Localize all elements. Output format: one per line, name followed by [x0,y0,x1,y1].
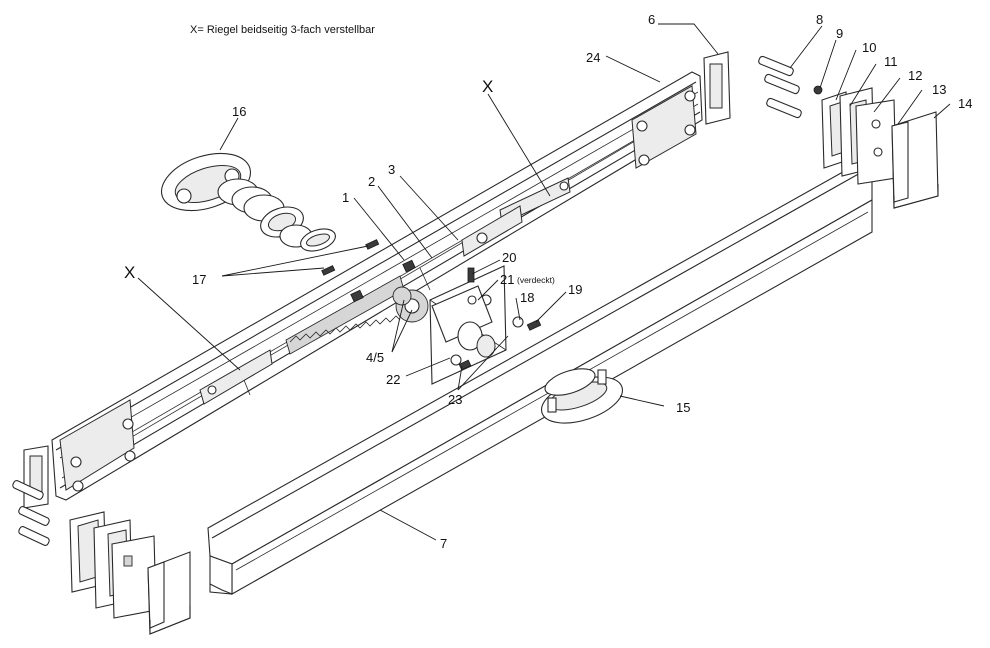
label-13: 13 [932,82,946,97]
part-16-oval-assembly [160,152,336,252]
label-21-note: (verdeckt) [517,275,555,285]
label-12: 12 [908,68,922,83]
label-9: 9 [836,26,843,41]
label-24: 24 [586,50,600,65]
label-21: 21 [500,272,514,287]
label-20: 20 [502,250,516,265]
label-17: 17 [192,272,206,287]
label-8: 8 [816,12,823,27]
label-15: 15 [676,400,690,415]
part-labels: X X 16 24 6 8 9 10 11 12 13 14 1 2 3 17 … [124,12,972,551]
label-18: 18 [520,290,534,305]
label-14: 14 [958,96,972,111]
label-11: 11 [884,54,898,69]
label-16: 16 [232,104,246,119]
label-10: 10 [862,40,876,55]
label-7: 7 [440,536,447,551]
leader-lines [137,23,951,541]
label-23: 23 [448,392,462,407]
part-15-oval-guide [541,368,623,424]
gear-mechanism [350,259,542,385]
label-3: 3 [388,162,395,177]
label-1: 1 [342,190,349,205]
label-45: 4/5 [366,350,384,365]
label-x-top: X [482,77,493,96]
right-end-assembly [703,51,939,209]
part-17-screws [321,239,380,276]
label-x-left: X [124,263,135,282]
label-19: 19 [568,282,582,297]
label-2: 2 [368,174,375,189]
label-22: 22 [386,372,400,387]
label-6: 6 [648,12,655,27]
legend-text: X= Riegel beidseitig 3-fach verstellbar [190,24,375,36]
left-end-assembly [12,445,191,635]
